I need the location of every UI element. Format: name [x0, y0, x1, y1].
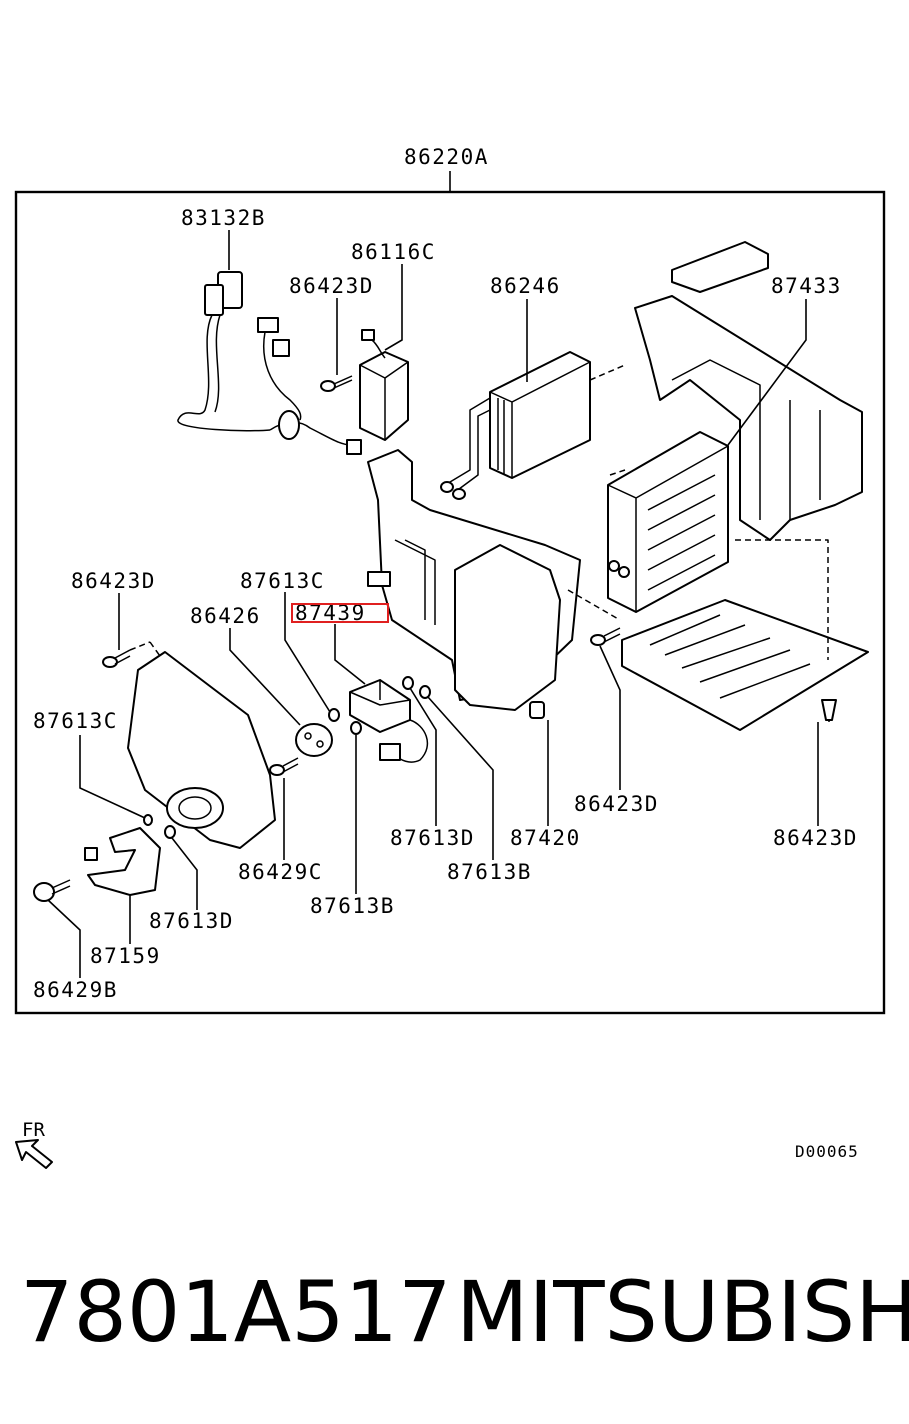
label-87420[interactable]: 87420	[510, 826, 581, 850]
brand-name: MITSUBISHI	[456, 1263, 909, 1361]
front-label: FR	[22, 1119, 45, 1141]
label-86423d-tray[interactable]: 86423D	[574, 792, 659, 816]
front-arrow-icon	[15, 1139, 53, 1169]
heater-core-part	[440, 351, 591, 500]
bolt-part	[33, 879, 71, 902]
label-87613b-a[interactable]: 87613B	[447, 860, 532, 884]
evaporator-part	[607, 431, 729, 613]
label-86423d-clip[interactable]: 86423D	[773, 826, 858, 850]
screw-left-part	[102, 649, 131, 668]
label-86429b[interactable]: 86429B	[33, 978, 118, 1002]
screw-clip-part	[821, 699, 837, 722]
label-87433[interactable]: 87433	[771, 274, 842, 298]
label-assembly[interactable]: 86220A	[404, 145, 489, 169]
grommet-part	[295, 723, 333, 757]
label-86423d-left[interactable]: 86423D	[71, 569, 156, 593]
actuator-part	[359, 329, 409, 441]
harness-part	[177, 271, 362, 455]
plug-part	[529, 701, 545, 719]
label-87613d-b[interactable]: 87613D	[149, 909, 234, 933]
hose-part	[84, 827, 161, 896]
label-86116c[interactable]: 86116C	[351, 240, 436, 264]
label-87159[interactable]: 87159	[90, 944, 161, 968]
label-87613c-left[interactable]: 87613C	[33, 709, 118, 733]
highlight-box	[291, 603, 389, 623]
label-83132b[interactable]: 83132B	[181, 206, 266, 230]
label-86426[interactable]: 86426	[190, 604, 261, 628]
leader-lines	[47, 230, 819, 978]
label-86246[interactable]: 86246	[490, 274, 561, 298]
front-direction-indicator: FR	[15, 1119, 53, 1169]
lower-tray-part	[621, 599, 869, 731]
label-87613d-a[interactable]: 87613D	[390, 826, 475, 850]
alignment-lines	[129, 364, 829, 660]
case-lower-part	[367, 449, 581, 711]
screw-tray-part	[590, 627, 621, 646]
drawing-code: D00065	[795, 1142, 859, 1161]
label-86423d-actuator[interactable]: 86423D	[289, 274, 374, 298]
part-number: 7801A517	[20, 1263, 452, 1361]
label-86429c[interactable]: 86429C	[238, 860, 323, 884]
screw-bracket-part	[269, 757, 299, 776]
label-87613b-b[interactable]: 87613B	[310, 894, 395, 918]
label-87613c-upper[interactable]: 87613C	[240, 569, 325, 593]
gasket-rings	[143, 676, 431, 839]
screw-actuator-part	[320, 375, 353, 392]
blower-housing-part	[127, 651, 276, 849]
resistor-part	[349, 679, 429, 763]
